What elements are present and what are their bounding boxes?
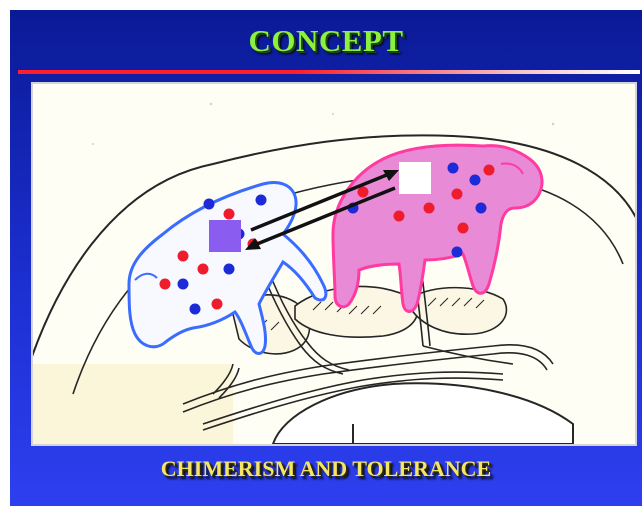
slide-caption: CHIMERISM AND TOLERANCE <box>10 456 642 482</box>
slide-background: CONCEPT <box>10 10 642 506</box>
title-underline <box>18 70 640 74</box>
donor-cell-square-purple <box>209 220 241 252</box>
donor-cell-square-white <box>399 162 431 194</box>
slide-title: CONCEPT <box>10 23 642 59</box>
chimerism-diagram <box>33 84 635 444</box>
illustration <box>31 82 637 446</box>
